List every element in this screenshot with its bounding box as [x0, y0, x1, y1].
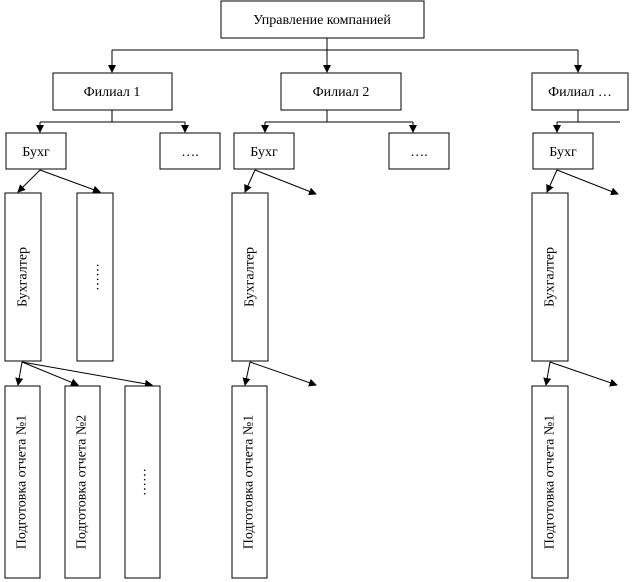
branch-node-2: Филиал 2 [280, 72, 402, 111]
dept-label-2: Бухг [250, 145, 278, 160]
role-node-1: Бухгалтер [4, 192, 42, 362]
task-label-1-2: Подготовка отчета №2 [75, 415, 90, 549]
task-label-1-1: Подготовка отчета №1 [15, 415, 30, 549]
dept-more-node-1: …. [159, 132, 221, 170]
dept-label-3: Бухг [549, 145, 577, 160]
dept-node-2: Бухг [233, 132, 295, 170]
branch-label-1: Филиал 1 [84, 85, 141, 100]
root-node: Управление компанией [220, 0, 425, 39]
role-node-2: Бухгалтер [231, 192, 269, 362]
connector-lines [15, 38, 620, 388]
dept-more-node-2: …. [388, 132, 450, 170]
branch-label-3: Филиал … [548, 85, 612, 100]
task-more-node-1: …… [124, 385, 161, 579]
role-label-3: Бухгалтер [543, 247, 558, 307]
task-label-3-1: Подготовка отчета №1 [543, 415, 558, 549]
dept-node-1: Бухг [5, 132, 67, 170]
task-node-1-1: Подготовка отчета №1 [4, 385, 41, 579]
task-node-3-1: Подготовка отчета №1 [531, 385, 569, 579]
branch-node-3: Филиал … [531, 72, 629, 111]
role-more-label-1: …… [88, 263, 103, 291]
dept-label-1: Бухг [22, 145, 50, 160]
task-label-2-1: Подготовка отчета №1 [242, 415, 257, 549]
role-node-3: Бухгалтер [531, 192, 569, 362]
root-label: Управление компанией [253, 13, 391, 28]
role-label-1: Бухгалтер [16, 247, 31, 307]
task-more-label-1: …… [135, 468, 150, 496]
branch-node-1: Филиал 1 [52, 72, 173, 111]
role-label-2: Бухгалтер [243, 247, 258, 307]
dept-more-label-1: …. [181, 145, 199, 160]
task-node-2-1: Подготовка отчета №1 [231, 385, 268, 579]
role-more-node-1: …… [76, 192, 114, 362]
task-node-1-2: Подготовка отчета №2 [64, 385, 101, 579]
dept-node-3: Бухг [532, 132, 594, 170]
branch-label-2: Филиал 2 [313, 85, 370, 100]
dept-more-label-2: …. [410, 145, 428, 160]
